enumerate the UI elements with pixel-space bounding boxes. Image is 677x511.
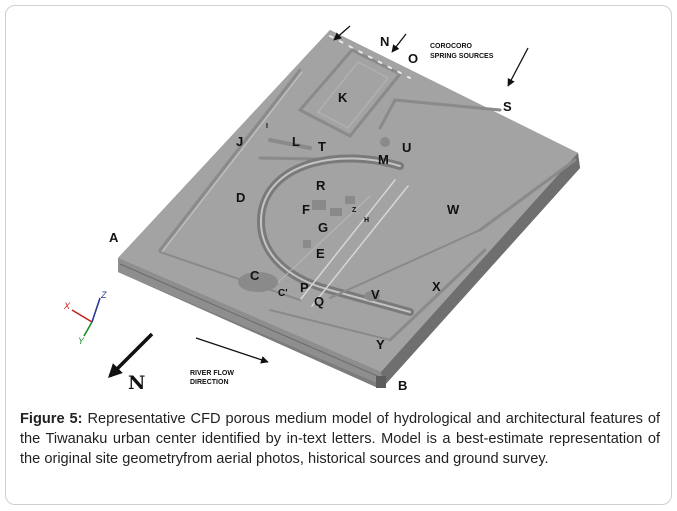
caption-text: Representative CFD porous medium model o… bbox=[20, 411, 661, 467]
site-label-e: E bbox=[316, 246, 325, 261]
cfd-model-figure: A B C C' D E F G H I J K L M N O P Q R S… bbox=[63, 25, 580, 394]
site-label-h: H bbox=[364, 217, 369, 224]
site-labels: A B C C' D E F G H I J K L M N O P Q R S… bbox=[109, 34, 512, 393]
site-label-o: O bbox=[408, 51, 418, 66]
site-label-a: A bbox=[109, 230, 119, 245]
site-label-x: X bbox=[432, 279, 441, 294]
river-note-line1: RIVER FLOW bbox=[190, 370, 234, 377]
top-arrow-2 bbox=[391, 33, 407, 53]
spring-arrow bbox=[507, 47, 529, 87]
site-label-p: P bbox=[300, 280, 309, 295]
site-label-r: R bbox=[316, 178, 326, 193]
north-arrow bbox=[108, 332, 154, 378]
model-features bbox=[158, 35, 577, 342]
site-label-b: B bbox=[398, 378, 407, 393]
site-label-n-top: N bbox=[380, 34, 389, 49]
site-label-y: Y bbox=[376, 337, 385, 352]
site-label-w: W bbox=[447, 202, 460, 217]
site-label-d: D bbox=[236, 190, 245, 205]
north-compass-label: N bbox=[128, 372, 145, 394]
site-label-c-prime: C' bbox=[278, 288, 288, 299]
site-label-m: M bbox=[378, 152, 389, 167]
site-label-f: F bbox=[302, 202, 310, 217]
spring-note-line2: SPRING SOURCES bbox=[430, 53, 494, 60]
axis-y-label: Y bbox=[78, 336, 85, 346]
river-note-line2: DIRECTION bbox=[190, 379, 229, 386]
river-flow-note: RIVER FLOW DIRECTION bbox=[190, 370, 234, 386]
site-label-s: S bbox=[503, 99, 512, 114]
river-flow-arrow bbox=[195, 337, 269, 364]
spring-sources-note: COROCORO SPRING SOURCES bbox=[430, 43, 494, 60]
site-label-z: Z bbox=[352, 207, 357, 214]
site-label-k: K bbox=[338, 90, 348, 105]
site-label-l: L bbox=[292, 134, 300, 149]
site-label-c: C bbox=[250, 268, 260, 283]
site-label-i: I bbox=[266, 123, 268, 130]
site-label-t: T bbox=[318, 139, 326, 154]
figure-caption: Figure 5: Representative CFD porous medi… bbox=[20, 409, 660, 469]
top-arrow-1 bbox=[333, 25, 351, 41]
site-label-g: G bbox=[318, 220, 328, 235]
site-label-j: J bbox=[236, 134, 243, 149]
site-label-q: Q bbox=[314, 294, 324, 309]
site-label-v: V bbox=[371, 287, 380, 302]
axis-x-label: X bbox=[63, 301, 71, 311]
caption-label: Figure 5: bbox=[20, 411, 83, 427]
spring-note-line1: COROCORO bbox=[430, 43, 473, 50]
axis-z-label: Z bbox=[100, 290, 107, 300]
site-label-u: U bbox=[402, 140, 411, 155]
direction-arrows bbox=[108, 25, 529, 378]
coordinate-axes: X Z Y bbox=[63, 290, 107, 346]
